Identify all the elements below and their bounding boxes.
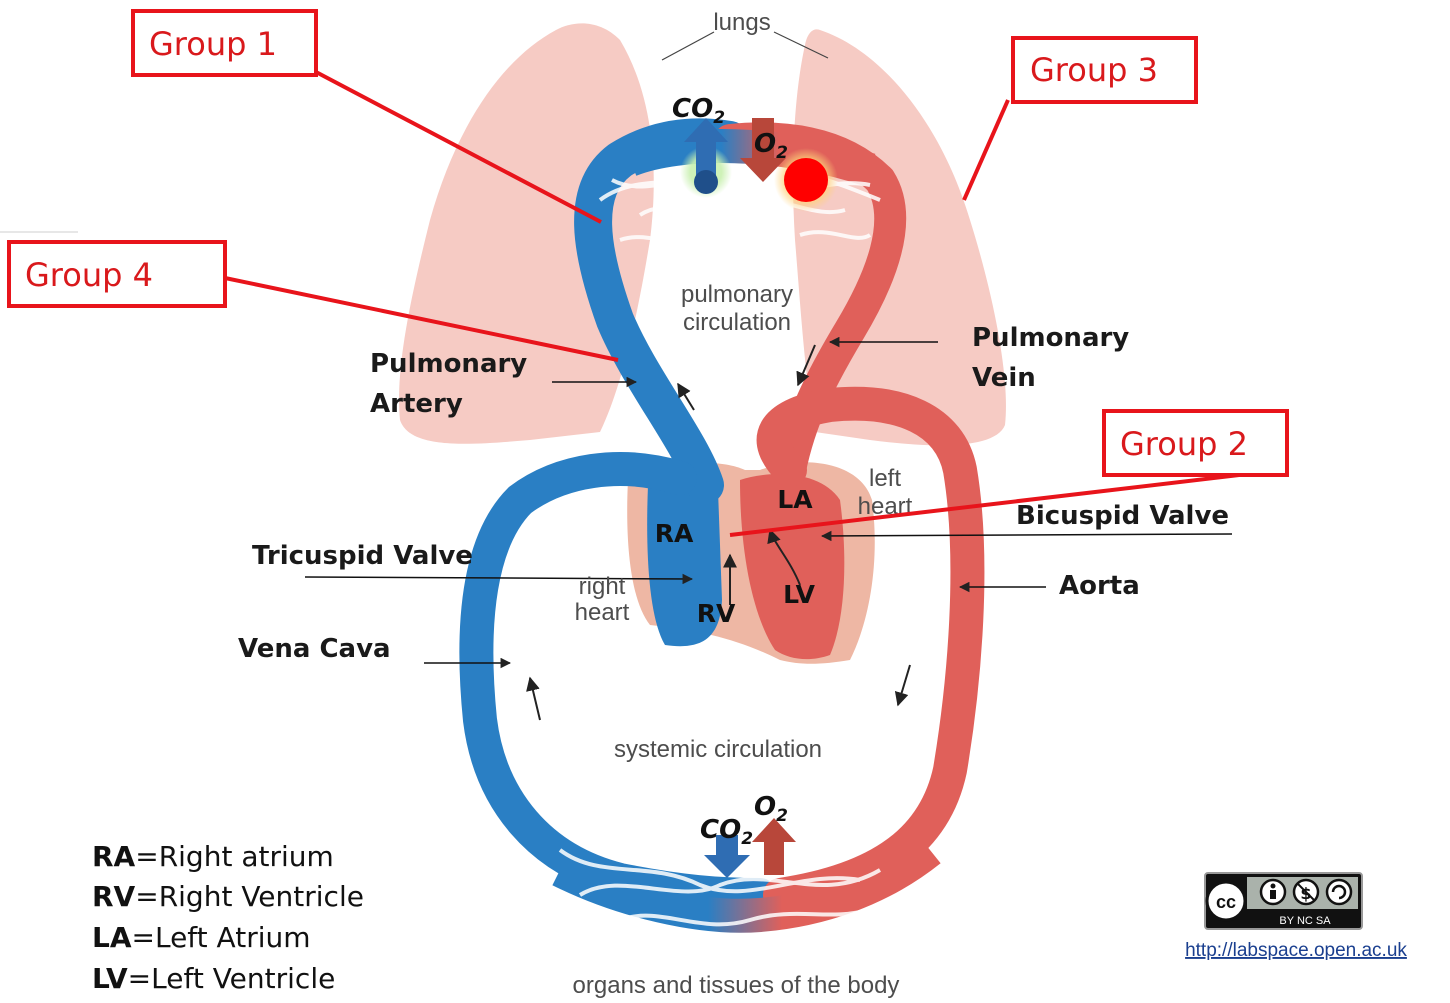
- right-heart-label-line1: right: [579, 573, 626, 600]
- heart-illustration: [627, 462, 875, 664]
- chamber-la-label: LA: [777, 485, 813, 514]
- vena-cava-label: Vena Cava: [238, 634, 391, 664]
- organs-label: organs and tissues of the body: [573, 972, 900, 999]
- cc-license-badge[interactable]: cc $ BY NC SA: [1205, 873, 1362, 929]
- pulmonary-vein-label-line1: Pulmonary: [972, 323, 1129, 353]
- group2-box: Group 2: [1104, 411, 1287, 475]
- left-heart-label-line1: left: [869, 465, 901, 492]
- pulmonary-artery-label-line1: Pulmonary: [370, 349, 527, 379]
- sa-icon: [1327, 880, 1351, 904]
- group1-label: Group 1: [149, 25, 277, 63]
- bicuspid-valve-label: Bicuspid Valve: [1016, 501, 1229, 531]
- group3-box: Group 3: [1013, 38, 1196, 102]
- cc-badge-text: cc: [1216, 892, 1236, 912]
- cc-terms-label: BY NC SA: [1279, 915, 1331, 927]
- legend-item-la: LA=Left Atrium: [92, 921, 311, 954]
- pulmonary-vein-label-line2: Vein: [972, 363, 1036, 393]
- chamber-lv-label: LV: [783, 580, 815, 609]
- group1-box: Group 1: [133, 11, 316, 75]
- aorta-label: Aorta: [1059, 571, 1140, 601]
- right-heart-label-line2: heart: [575, 599, 630, 626]
- pulmonary-artery-label-line2: Artery: [370, 389, 463, 419]
- group3-label: Group 3: [1030, 51, 1158, 89]
- oxygen-molecule-icon: [784, 158, 828, 202]
- group2-label: Group 2: [1120, 425, 1248, 463]
- chamber-ra-label: RA: [655, 519, 694, 548]
- tricuspid-valve-label: Tricuspid Valve: [252, 541, 473, 571]
- systemic-circulation-label: systemic circulation: [614, 736, 822, 763]
- legend-item-rv: RV=Right Ventricle: [92, 880, 364, 913]
- chamber-rv-label: RV: [697, 599, 736, 628]
- group4-label: Group 4: [25, 256, 153, 294]
- pulmonary-circulation-label-line2: circulation: [683, 309, 791, 336]
- legend-item-ra: RA=Right atrium: [92, 840, 334, 873]
- labspace-link-text[interactable]: http://labspace.open.ac.uk: [1185, 940, 1407, 961]
- legend-item-lv: LV=Left Ventricle: [92, 962, 335, 995]
- pulmonary-circulation-label-line1: pulmonary: [681, 281, 793, 308]
- group4-box: Group 4: [9, 242, 225, 306]
- labspace-link[interactable]: http://labspace.open.ac.uk: [1185, 940, 1407, 961]
- lungs-label: lungs: [713, 9, 770, 36]
